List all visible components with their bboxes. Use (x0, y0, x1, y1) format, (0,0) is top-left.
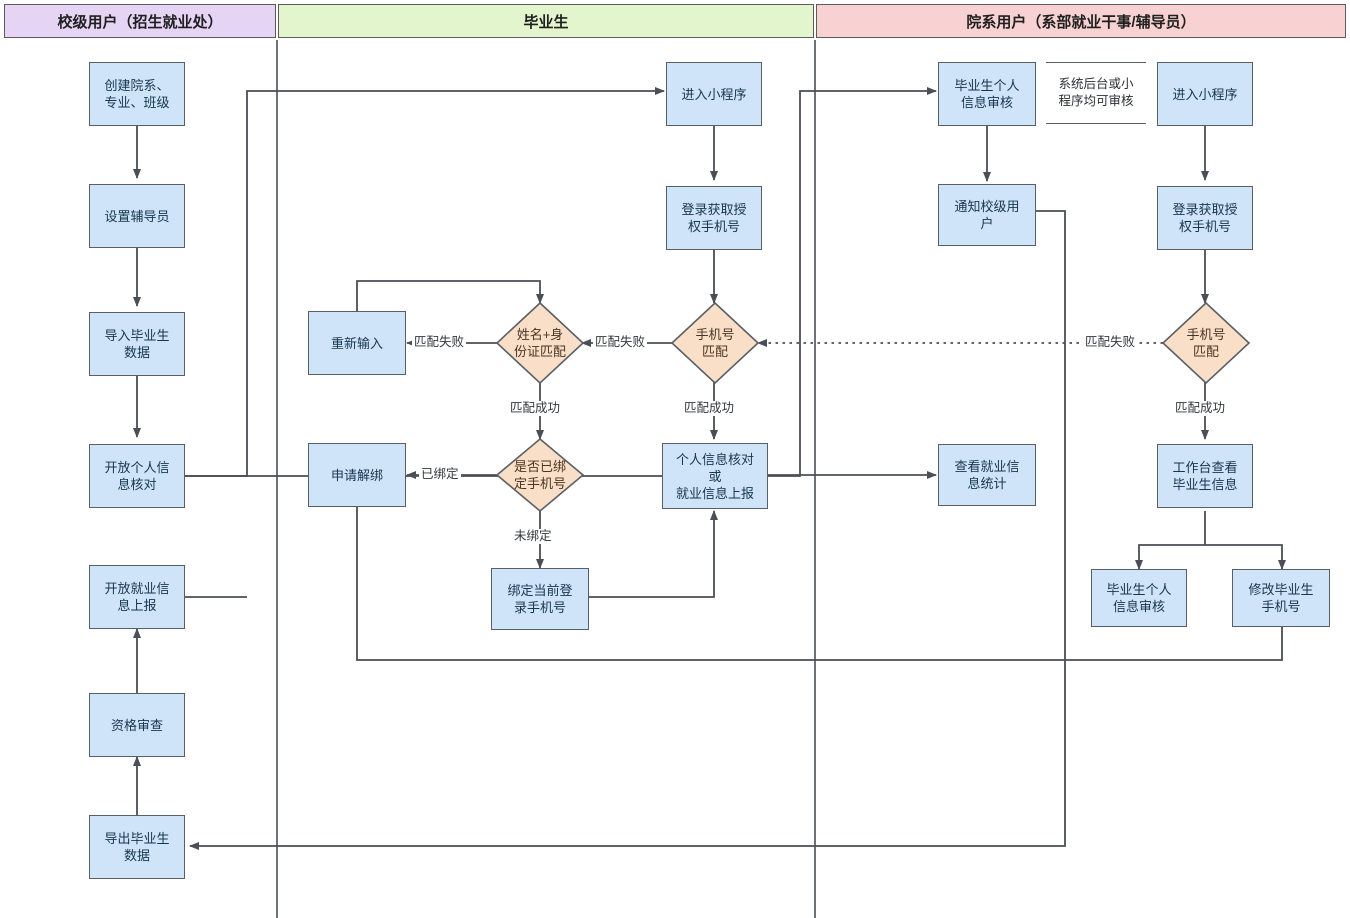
node-modify-graduate-phone[interactable]: 修改毕业生 手机号 (1232, 569, 1330, 627)
edge-label-unbound: 未绑定 (512, 529, 554, 544)
node-apply-unbind[interactable]: 申请解绑 (308, 443, 406, 507)
node-reenter[interactable]: 重新输入 (308, 311, 406, 375)
node-personal-check-or-report[interactable]: 个人信息核对 或 就业信息上报 (662, 443, 768, 509)
node-enter-miniapp-department[interactable]: 进入小程序 (1157, 62, 1253, 126)
node-workbench-view-graduates[interactable]: 工作台查看 毕业生信息 (1157, 444, 1253, 508)
lane-header-school: 校级用户（招生就业处） (4, 4, 276, 38)
lane-label-graduate: 毕业生 (523, 13, 569, 31)
node-import-graduates[interactable]: 导入毕业生 数据 (89, 312, 185, 376)
node-open-employment-report[interactable]: 开放就业信 息上报 (89, 565, 185, 629)
decision-label: 姓名+身 份证匹配 (513, 327, 566, 359)
diamond-shape (670, 301, 760, 385)
node-qualification-review[interactable]: 资格审查 (89, 693, 185, 757)
node-create-org[interactable]: 创建院系、 专业、班级 (89, 62, 185, 126)
node-bind-current-phone[interactable]: 绑定当前登 录手机号 (491, 568, 589, 630)
node-set-counselor[interactable]: 设置辅导员 (89, 184, 185, 248)
diamond-shape (495, 437, 585, 513)
edge-label-match-ok-2: 匹配成功 (682, 401, 737, 416)
decision-label: 手机号 匹配 (1186, 327, 1226, 359)
node-open-personal-check[interactable]: 开放个人信 息核对 (89, 444, 185, 508)
decision-label: 是否已绑 定手机号 (513, 459, 566, 491)
diamond-shape (1161, 301, 1251, 385)
lane-label-school: 校级用户（招生就业处） (57, 13, 223, 31)
lane-header-department: 院系用户（系部就业干事/辅导员） (816, 4, 1346, 38)
decision-name-id-match[interactable]: 姓名+身 份证匹配 (495, 301, 585, 385)
decision-is-phone-bound[interactable]: 是否已绑 定手机号 (495, 437, 585, 513)
node-graduate-info-audit-bottom[interactable]: 毕业生个人 信息审核 (1091, 569, 1187, 627)
node-view-employment-stats[interactable]: 查看就业信 息统计 (938, 444, 1036, 506)
node-login-authorize-phone-department[interactable]: 登录获取授 权手机号 (1157, 186, 1253, 250)
edge-label-bound: 已绑定 (419, 467, 461, 482)
decision-label: 手机号 匹配 (695, 327, 735, 359)
note-audit-channels: 系统后台或小 程序均可审核 (1046, 62, 1146, 124)
edge-label-match-ok-1: 匹配成功 (508, 401, 563, 416)
edge-label-match-fail-2: 匹配失败 (593, 335, 648, 350)
edge-label-match-fail-1: 匹配失败 (412, 335, 467, 350)
node-notify-school-user[interactable]: 通知校级用 户 (938, 184, 1036, 246)
diamond-shape (495, 301, 585, 385)
lane-label-department: 院系用户（系部就业干事/辅导员） (966, 13, 1196, 31)
edge-label-match-ok-3: 匹配成功 (1173, 401, 1228, 416)
decision-phone-match-department[interactable]: 手机号 匹配 (1161, 301, 1251, 385)
edge-label-match-fail-3: 匹配失败 (1083, 335, 1138, 350)
node-graduate-info-audit-top[interactable]: 毕业生个人 信息审核 (938, 62, 1036, 126)
lane-header-graduate: 毕业生 (278, 4, 814, 38)
decision-phone-match-graduate[interactable]: 手机号 匹配 (670, 301, 760, 385)
node-export-graduates[interactable]: 导出毕业生 数据 (89, 815, 185, 879)
node-enter-miniapp-graduate[interactable]: 进入小程序 (666, 62, 762, 126)
node-login-authorize-phone-graduate[interactable]: 登录获取授 权手机号 (666, 186, 762, 250)
